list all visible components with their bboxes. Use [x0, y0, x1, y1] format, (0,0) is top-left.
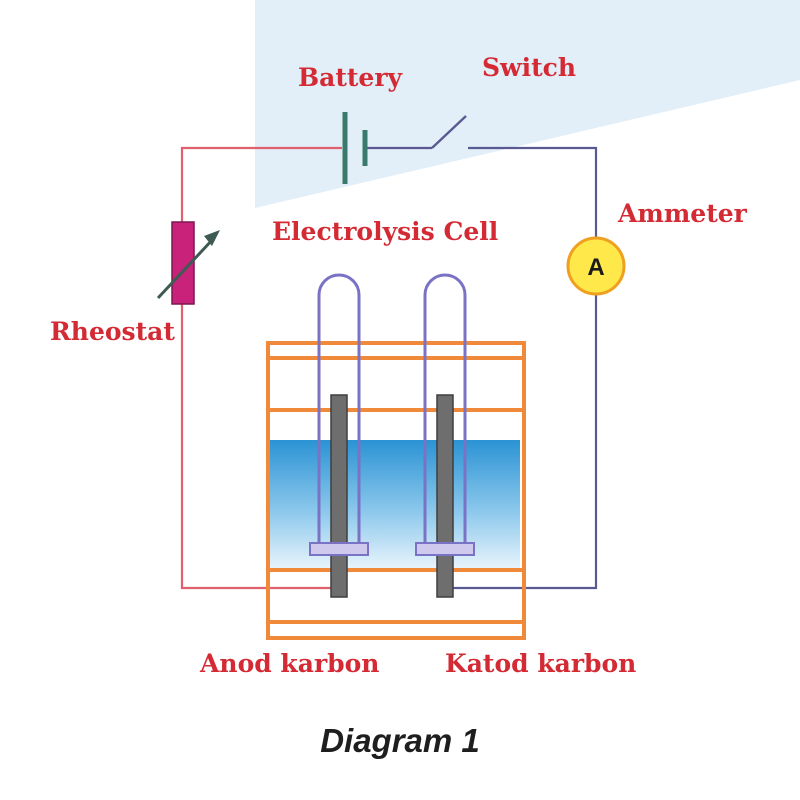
labels: Battery Switch Ammeter Electrolysis Cell…: [50, 53, 748, 678]
ammeter-label: Ammeter: [617, 199, 748, 228]
wire-left: [180, 146, 342, 590]
electrolysis-cell-label: Electrolysis Cell: [272, 217, 498, 246]
diagram-caption: Diagram 1: [320, 722, 480, 759]
tube-right: [423, 273, 467, 546]
electrolyte: [270, 440, 520, 570]
cathode-label: Katod karbon: [445, 649, 636, 678]
collection-tubes: [317, 273, 467, 546]
electrolysis-container: [266, 341, 526, 640]
battery-icon: [342, 112, 368, 184]
ammeter-symbol: A: [587, 254, 604, 281]
background-panel: [255, 0, 800, 208]
anode-label: Anod karbon: [199, 649, 379, 678]
tube-stoppers: [309, 542, 475, 556]
circuit-wires: [180, 146, 598, 590]
ammeter-icon: A: [566, 236, 626, 296]
switch-icon[interactable]: [431, 115, 467, 149]
tube-left: [317, 273, 361, 546]
battery-label: Battery: [298, 63, 404, 92]
anode-electrode: [330, 394, 348, 598]
rheostat-icon: [156, 221, 220, 305]
cathode-electrode: [436, 394, 454, 598]
switch-label: Switch: [482, 53, 576, 82]
rheostat-label: Rheostat: [50, 317, 175, 346]
wire-right-lower: [446, 146, 598, 590]
